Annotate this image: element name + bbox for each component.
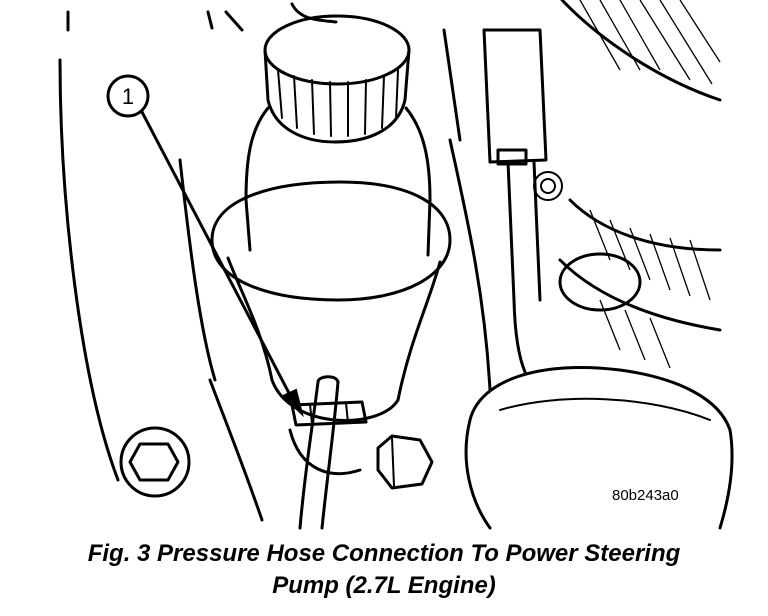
wiring-harness [558, 0, 722, 369]
figure-id: 80b243a0 [612, 487, 679, 504]
figure-caption: Fig. 3 Pressure Hose Connection To Power… [20, 538, 748, 602]
reservoir-cap [263, 14, 411, 144]
callout-arrowhead [281, 388, 304, 418]
pump-illustration: 1 [58, 0, 734, 530]
caption-line-1: Fig. 3 Pressure Hose Connection To Power… [87, 540, 681, 567]
caption-line-2: Pump (2.7L Engine) [272, 572, 496, 599]
pressure-hose [290, 375, 368, 530]
callout-1: 1 [106, 74, 304, 418]
fittings [376, 434, 434, 490]
reservoir-body [210, 106, 452, 476]
lower-hose [464, 366, 734, 530]
bolt [119, 426, 191, 498]
line-drawing: 1 [58, 0, 734, 530]
background-lines [58, 2, 492, 522]
callout-number: 1 [122, 84, 134, 109]
bracket [482, 28, 563, 374]
